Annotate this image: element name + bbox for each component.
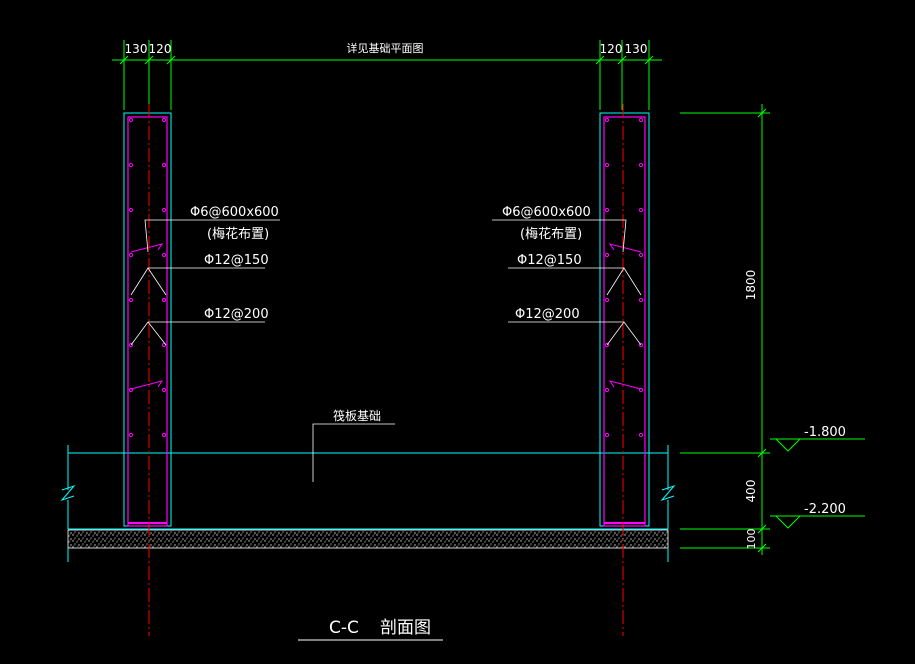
elevation-bottom-label: -2.200 — [804, 502, 846, 517]
dim-right-130: 130 — [625, 42, 648, 56]
dim-left-130: 130 — [125, 42, 148, 56]
elevation-mark-bottom — [770, 515, 865, 529]
section-mark: C-C — [329, 618, 359, 638]
right-wall — [599, 104, 650, 636]
elevation-mark-top — [770, 438, 865, 452]
slab-leader — [312, 423, 395, 482]
right-leaders — [492, 219, 642, 346]
dim-middle-note: 详见基础平面图 — [347, 41, 424, 55]
left-vertical-label: Φ12@200 — [204, 307, 269, 322]
left-tie-note: (梅花布置) — [207, 226, 269, 242]
slab-label: 筏板基础 — [333, 409, 381, 423]
left-leaders — [130, 219, 280, 346]
top-dimension — [112, 40, 662, 110]
dim-slab-thickness: 400 — [744, 480, 758, 503]
left-wall — [123, 104, 172, 636]
dim-wall-height: 1800 — [744, 270, 758, 301]
right-horizontal-label: Φ12@150 — [517, 253, 582, 268]
dim-right-120: 120 — [600, 42, 623, 56]
right-tie-label: Φ6@600x600 — [502, 205, 591, 220]
right-tie-note: (梅花布置) — [520, 226, 582, 242]
left-horizontal-label: Φ12@150 — [204, 253, 269, 268]
dim-cushion-thickness: 100 — [745, 529, 758, 550]
left-tie-label: Φ6@600x600 — [190, 205, 279, 220]
right-dimension — [680, 104, 770, 555]
dim-left-120: 120 — [149, 42, 172, 56]
gravel-cushion — [67, 529, 669, 549]
raft-slab — [60, 445, 676, 530]
section-name: 剖面图 — [380, 618, 431, 638]
elevation-top-label: -1.800 — [804, 425, 846, 440]
right-vertical-label: Φ12@200 — [515, 307, 580, 322]
